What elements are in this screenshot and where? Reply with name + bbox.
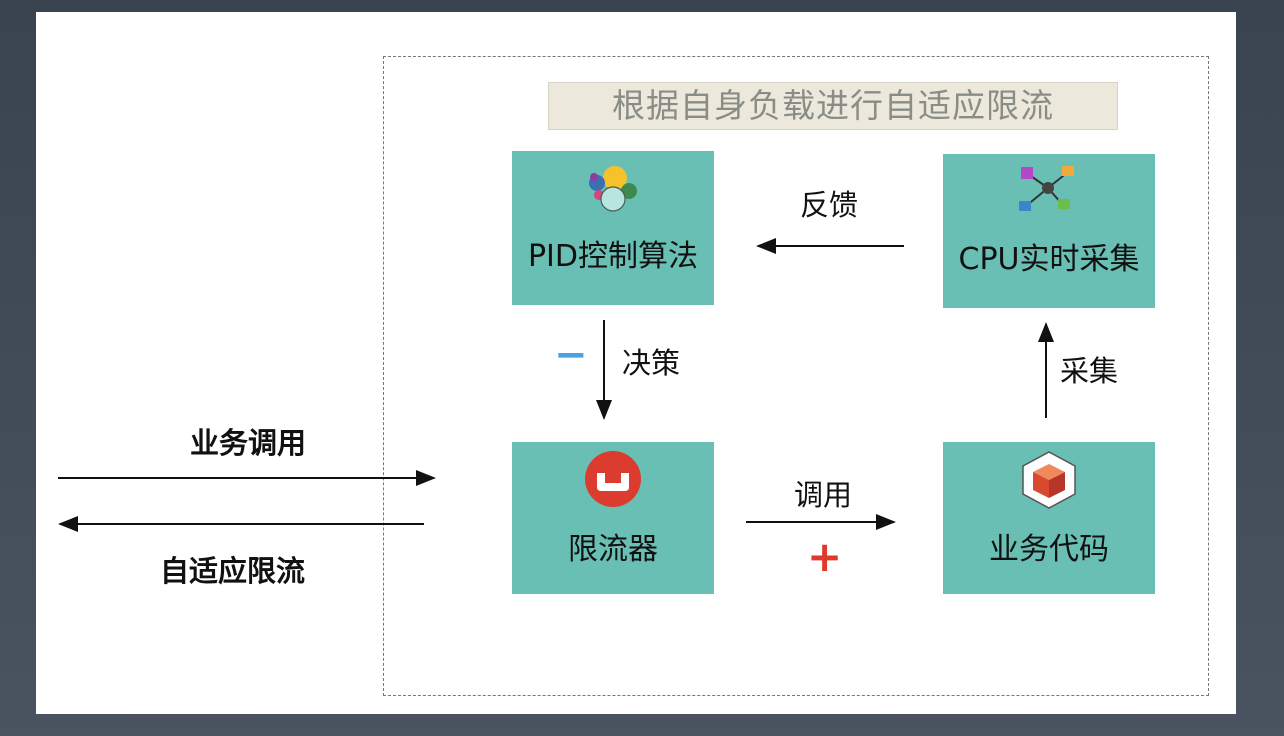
pid-control-node: PID控制算法 — [512, 151, 714, 305]
rate-limiter-node: 限流器 — [512, 442, 714, 594]
business-call-label: 业务调用 — [190, 426, 307, 460]
plus-sign: + — [807, 532, 843, 581]
adaptive-limit-label: 自适应限流 — [160, 554, 306, 588]
business-code-node: 业务代码 — [943, 442, 1155, 594]
feedback-label: 反馈 — [800, 188, 859, 222]
invoke-label: 调用 — [794, 478, 853, 512]
rate-limiter-label: 限流器 — [568, 532, 658, 567]
cube-box-icon — [1022, 451, 1076, 509]
pid-control-label: PID控制算法 — [527, 239, 699, 274]
decision-label: 决策 — [622, 346, 681, 380]
diagram-title: 根据自身负载进行自适应限流 — [548, 82, 1118, 130]
cpu-collection-label: CPU实时采集 — [958, 242, 1140, 277]
collect-label: 采集 — [1060, 354, 1119, 388]
cpu-collection-node: CPU实时采集 — [943, 154, 1155, 308]
adaptive-limit-boundary — [383, 56, 1209, 696]
network-nodes-icon — [1019, 166, 1074, 211]
bucket-logo-icon — [585, 451, 641, 507]
minus-sign: − — [554, 332, 588, 378]
business-code-label: 业务代码 — [989, 532, 1109, 567]
elastic-logo-icon — [589, 166, 637, 212]
